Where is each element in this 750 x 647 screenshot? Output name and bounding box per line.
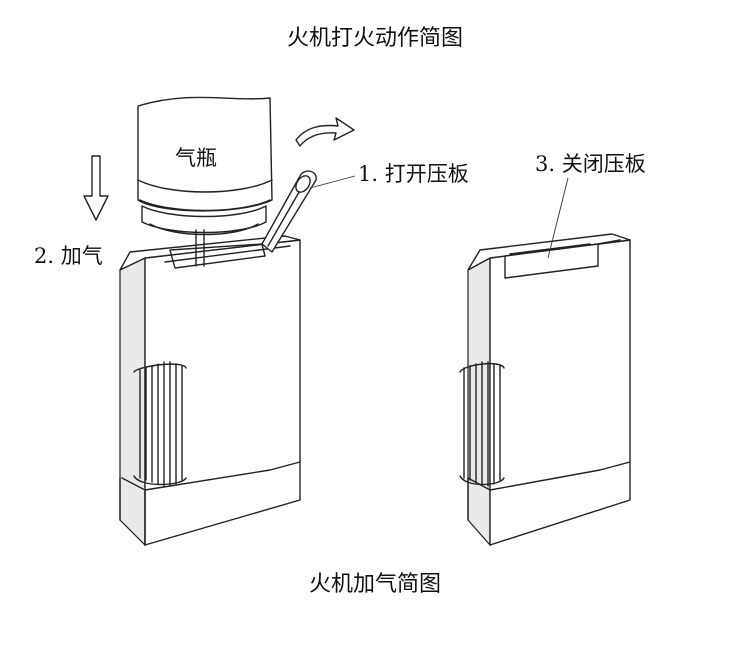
right-lighter-side — [467, 256, 491, 547]
step3-label: 3. 关闭压板 — [535, 152, 646, 176]
curved-right-arrow-icon — [295, 117, 355, 147]
right-lighter-top — [467, 233, 631, 271]
step3-leader-line — [547, 177, 569, 259]
right-lighter-front — [489, 239, 631, 546]
gas-bottle — [137, 96, 273, 267]
step2-label: 2. 加气 — [34, 244, 103, 268]
down-arrow-icon — [83, 155, 109, 221]
left-lighter-front — [144, 239, 301, 546]
gas-bottle-body — [137, 96, 273, 212]
left-lighter — [119, 170, 317, 547]
right-grip-ridges — [459, 361, 505, 487]
left-grip-ridges — [133, 361, 187, 487]
step1-label: 1. 打开压板 — [358, 162, 469, 186]
left-lighter-side — [119, 257, 146, 547]
step1-leader-line — [309, 175, 356, 189]
gas-bottle-label: 气瓶 — [175, 146, 217, 170]
diagram-title-bottom: 火机加气简图 — [308, 572, 441, 597]
diagram-title-top: 火机打火动作简图 — [286, 26, 463, 51]
left-lighter-lid — [261, 170, 317, 253]
right-lighter — [459, 233, 631, 547]
